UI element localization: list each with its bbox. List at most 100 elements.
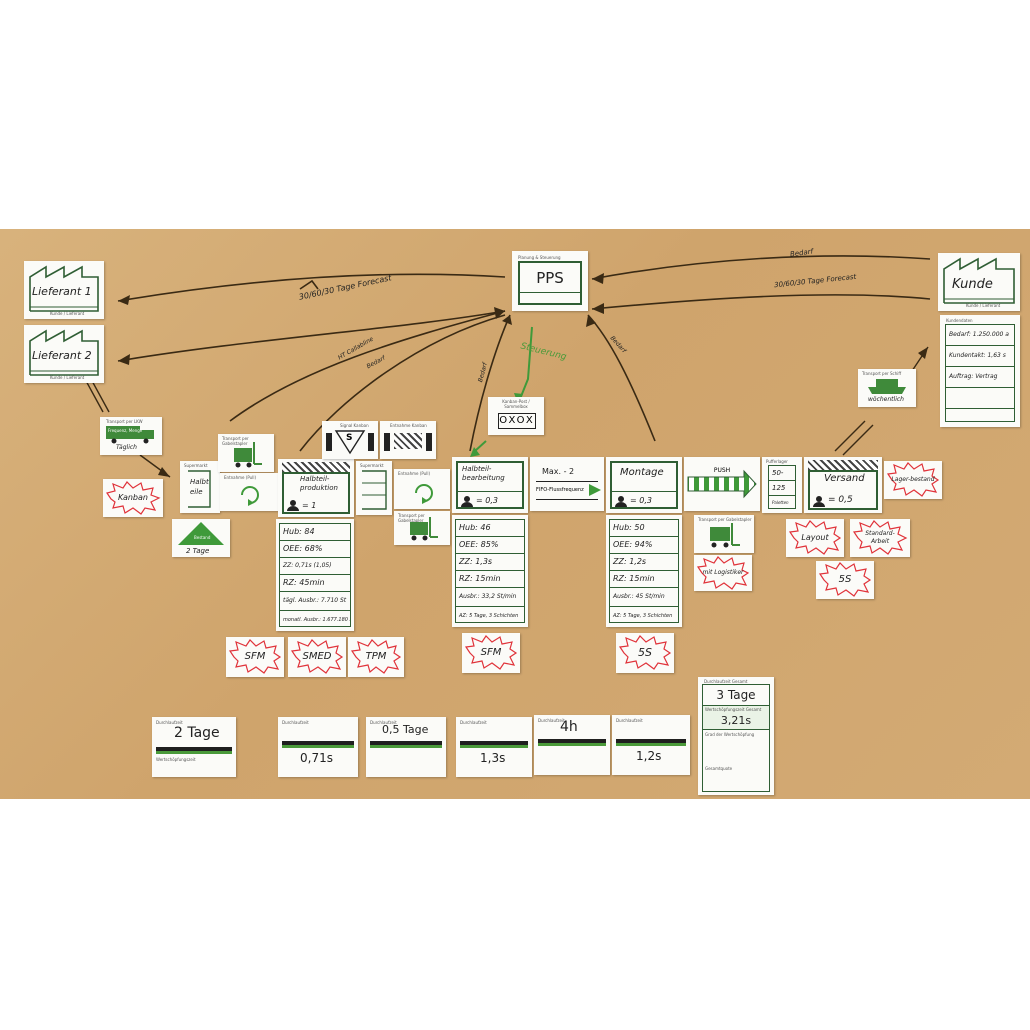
pull-circle-icon [241,486,259,506]
kaizen-lagerbestand[interactable]: Lager-bestand [884,461,942,499]
kaizen-logistiker[interactable]: mit Logistiker [694,555,752,591]
kaizen-standard[interactable]: Standard-Arbeit [850,519,910,557]
timeline-wait-2[interactable]: Durchlaufzeit 0,5 Tage [366,717,446,777]
kaizen-sfm-2[interactable]: SFM [462,633,520,673]
timeline-bar-green [460,745,528,748]
kaizen-burst-icon [818,562,872,597]
timeline-va-1[interactable]: Durchlaufzeit 0,71s [278,717,358,777]
lieferant-2-card[interactable]: Lieferant 2 Kunde / Lieferant [24,325,104,383]
entnahme-2-card[interactable]: Entnahme (Pull) [394,469,450,509]
process-2-row-zz: ZZ: 1,3s [456,554,524,571]
kaizen-logistiker-label: mit Logistiker [702,569,744,576]
push-label: PUSH [713,467,731,474]
timeline-va-3[interactable]: Durchlaufzeit 1,2s [612,715,690,775]
kaizen-sfm-1[interactable]: SFM [226,637,284,677]
operator-icon [615,496,627,507]
kaizen-tpm[interactable]: TPM [348,637,404,677]
process-1-data-card[interactable]: Hub: 84 OEE: 68% ZZ: 0,71s (1,05) RZ: 45… [276,519,354,631]
process-2-card[interactable]: Halbteil-bearbeitung = 0,3 [452,457,528,513]
kaizen-burst-icon [886,462,940,497]
kunde-data-card[interactable]: Kundendaten Bedarf: 1.250.000 a Kundenta… [940,315,1020,427]
kaizen-5s-small[interactable]: 5S [816,561,874,599]
transport-ship-card[interactable]: Transport per Schiff wöchentlich [858,369,916,407]
kaizen-layout[interactable]: Layout [786,519,844,557]
kanban-box-text: OXOX [498,413,536,429]
fifo-label: FIFO-Flussfrequenz [536,487,584,493]
forklift-1-card[interactable]: Transport per Gabelstapler [218,434,274,472]
process-3-row-az: AZ: 5 Tage, 3 Schichten [613,613,673,619]
flow-pps-to-lkw [229,310,506,422]
flow-kunde-to-pps-2 [591,294,931,310]
kaizen-kanban[interactable]: Kanban [103,479,163,517]
pps-card[interactable]: Planung & Steuerung PPS [512,251,588,311]
forklift-2-card[interactable]: Transport per Gabelstapler [394,511,450,545]
operator-icon [813,496,825,507]
timeline-bar [538,739,606,743]
process-2-data-card[interactable]: Hub: 46 OEE: 85% ZZ: 1,3s RZ: 15min Ausb… [452,515,528,627]
kaizen-5s[interactable]: 5S [616,633,674,673]
process-3-name: Montage [620,467,664,478]
timeline-va-2-title: Durchlaufzeit [460,720,487,725]
supermarket-icon [188,470,211,508]
timeline-bar-green [282,745,354,748]
summary-card[interactable]: Durchlaufzeit Gesamt 3 Tage Wertschöpfun… [698,677,774,795]
bestand-value: 2 Tage [186,547,210,555]
fifo-card[interactable]: Max. - 2 FIFO-Flussfrequenz [530,457,604,511]
entnahme-kanban-title: Entnahme Kanban [390,423,427,428]
transport-lkw-line2: Täglich [116,444,137,451]
fifo-line-bottom [536,499,598,500]
ship-icon [868,379,906,394]
buffer-title: Pufferlager [766,459,788,464]
operator-icon [461,496,473,507]
timeline-bar [156,747,232,751]
process-4-card[interactable]: Versand = 0,5 [804,457,882,513]
bestand-title: Bestand [194,535,211,540]
process-2-row-hub: Hub: 46 [456,520,524,537]
kunde-row-auftrag: Auftrag: Vertrag [946,367,1014,388]
timeline-wait-3-value: 4h [560,719,578,735]
signal-kanban-symbol: S [346,433,353,443]
transport-lkw-card[interactable]: Transport per LKW Frequenz, Menge Täglic… [100,417,162,455]
flow-green-steuerung [517,326,533,405]
process-1-card[interactable]: Halbteil-produktion = 1 [278,459,354,517]
process-3-data-card[interactable]: Hub: 50 OEE: 94% ZZ: 1,2s RZ: 15min Ausb… [606,515,682,627]
kaizen-layout-label: Layout [801,533,829,542]
lieferant-2-caption: Kunde / Lieferant [50,375,85,380]
buffer-card[interactable]: Pufferlager 50- 125 Paletten [762,457,802,513]
timeline-va-2[interactable]: Durchlaufzeit 1,3s [456,717,532,777]
kanban-box-card[interactable]: Kanban-Post / Sammelbox OXOX [488,397,544,435]
kaizen-smed-label: SMED [302,651,332,662]
pps-frame: PPS [518,261,582,305]
signal-kanban-card[interactable]: Signal Kanban S [322,421,378,459]
kaizen-sfm-2-label: SFM [480,647,502,658]
process-3-card[interactable]: Montage = 0,3 [606,457,682,513]
kaizen-standard-label: Standard-Arbeit [865,530,895,545]
bestand-card[interactable]: Bestand 2 Tage [172,519,230,557]
process-2-name: Halbteil-bearbeitung [462,465,505,482]
kaizen-burst-icon [852,520,908,555]
timeline-bar-green [538,743,606,746]
supermarket-card[interactable]: Supermarkt Halbteile [180,461,220,513]
push-card[interactable]: PUSH [684,457,760,511]
process-3-operator: = 0,3 [630,496,652,505]
process-1-row-oee: OEE: 68% [280,541,350,558]
timeline-wait-1[interactable]: Durchlaufzeit 2 Tage Wertschöpfungszeit [152,717,236,777]
timeline-wait-1-value: 2 Tage [174,725,220,741]
kunde-card[interactable]: Kunde Kunde / Lieferant [938,253,1020,311]
lieferant-1-card[interactable]: Lieferant 1 Kunde / Lieferant [24,261,104,319]
entnahme-1-card[interactable]: Entnahme (Pull) [220,473,278,511]
supermarket-2-card[interactable]: Supermarkt [356,461,392,515]
timeline-va-2-value: 1,3s [480,751,506,765]
buffer-v2: 125 [769,481,795,496]
process-2-row-ausbr: Ausbr.: 33,2 St/min [456,588,524,607]
kaizen-smed[interactable]: SMED [288,637,346,677]
forklift-icon [710,523,740,548]
transport-lkw-title: Transport per LKW [106,419,143,424]
forklift-3-card[interactable]: Transport per Gabelstapler [694,515,754,553]
lieferant-1-name: Lieferant 1 [32,285,92,298]
entnahme-kanban-card[interactable]: Entnahme Kanban [380,421,436,459]
process-1-row-zz: ZZ: 0,71s (1,05) [280,558,350,575]
process-3-frame [610,461,678,509]
timeline-wait-3[interactable]: Durchlaufzeit 4h [534,715,610,775]
buffer-v1: 50- [769,466,795,481]
